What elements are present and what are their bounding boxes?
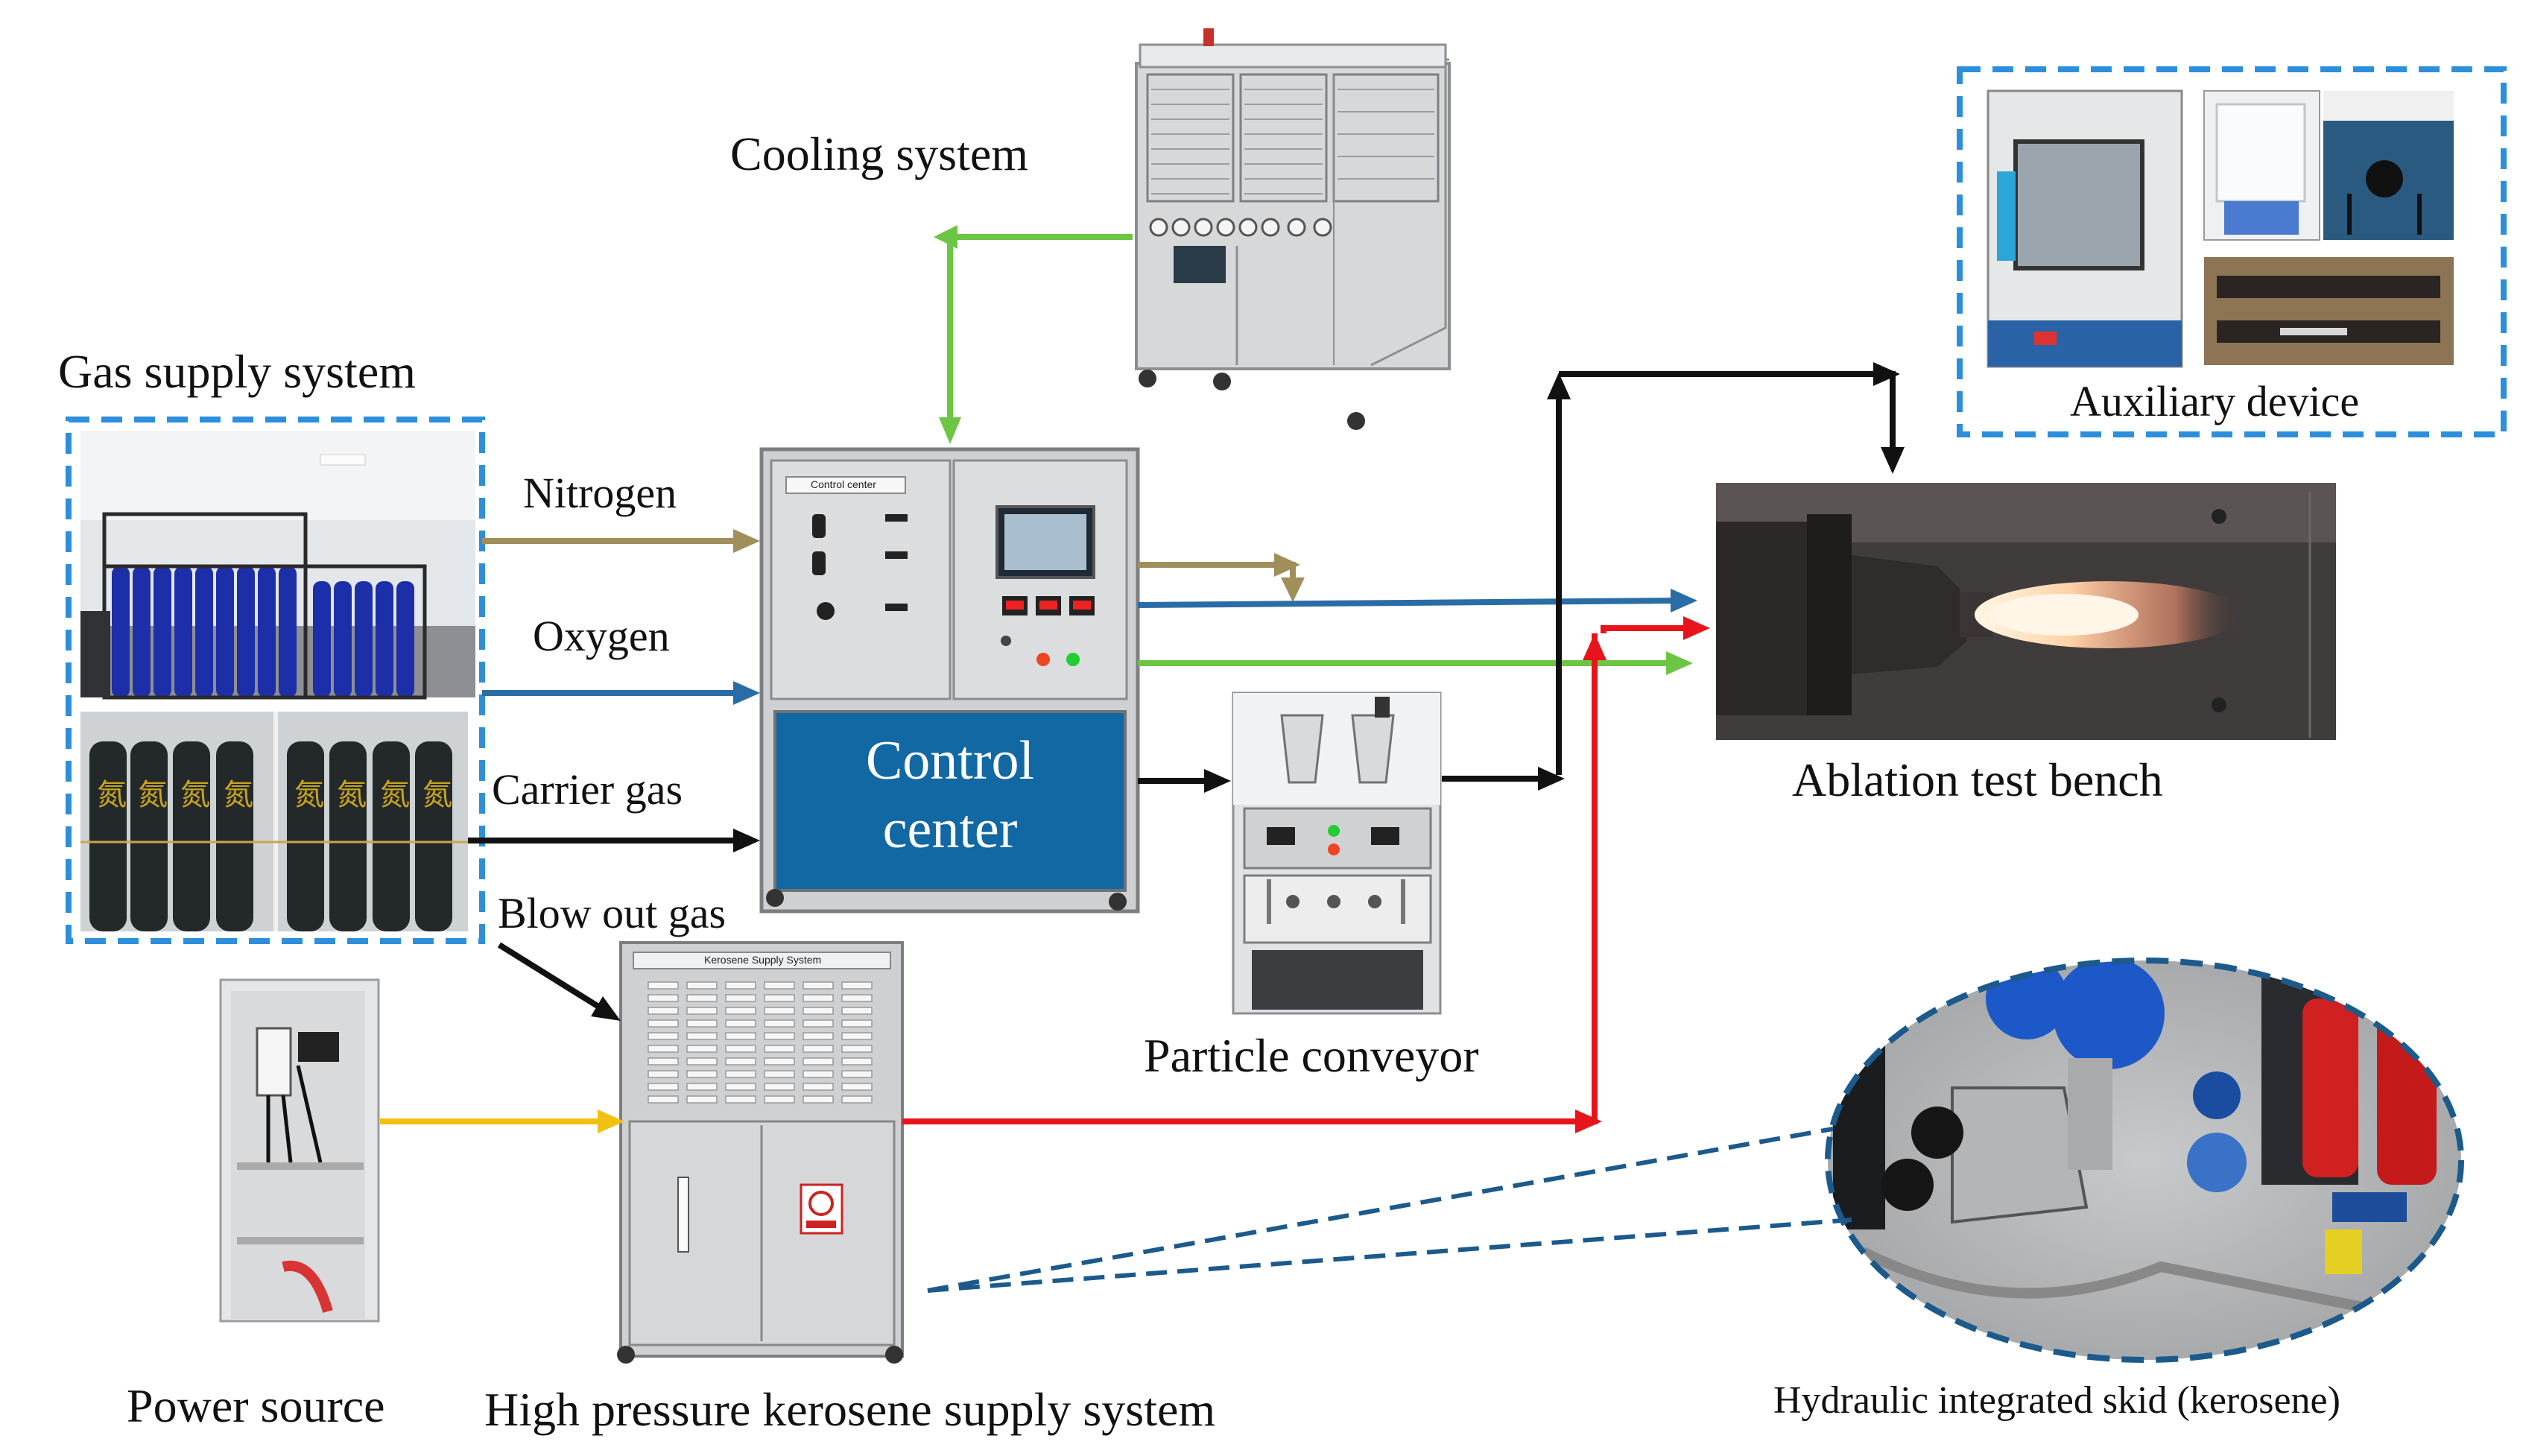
particle-conveyor-image bbox=[1232, 691, 1442, 1015]
control-center-screen-label: Control center bbox=[865, 730, 1035, 860]
power-source-image bbox=[219, 978, 380, 1323]
kerosene-supply-image bbox=[617, 941, 904, 1364]
svg-text:氮: 氮 bbox=[380, 778, 410, 812]
kerosene-supply-label: High pressure kerosene supply system bbox=[484, 1383, 1216, 1436]
svg-text:氮: 氮 bbox=[138, 778, 168, 812]
svg-text:氮: 氮 bbox=[337, 778, 367, 812]
svg-text:氮: 氮 bbox=[294, 778, 324, 812]
ablation-test-bench-image bbox=[1716, 483, 2336, 740]
svg-text:氮: 氮 bbox=[180, 778, 210, 812]
blow-out-gas-label: Blow out gas bbox=[498, 889, 726, 937]
svg-text:氮: 氮 bbox=[224, 778, 253, 812]
auxiliary-device-label: Auxiliary device bbox=[2070, 377, 2360, 425]
control-panel-title: Control center bbox=[811, 478, 876, 490]
oxygen-label: Oxygen bbox=[533, 612, 670, 660]
nitrogen-oxygen-cylinders-image bbox=[80, 431, 475, 700]
carrier-gas-label: Carrier gas bbox=[492, 765, 683, 814]
power-source-label: Power source bbox=[127, 1379, 385, 1432]
nitrogen-label: Nitrogen bbox=[523, 469, 677, 517]
carrier-blowout-cylinders-image: 氮氮氮氮 氮氮氮氮 bbox=[80, 712, 468, 931]
kerosene-flow-arrow bbox=[902, 616, 1710, 1133]
kerosene-panel-title: Kerosene Supply System bbox=[704, 954, 822, 966]
carrier-gas-flow-arrow bbox=[468, 362, 1905, 852]
svg-text:氮: 氮 bbox=[97, 778, 127, 812]
control-center-image bbox=[759, 447, 1140, 914]
callout-line-top bbox=[927, 1127, 1834, 1293]
power-flow-arrow bbox=[380, 1110, 624, 1133]
cooling-unit-image bbox=[1135, 28, 1451, 430]
blow-out-gas-flow-arrow bbox=[497, 942, 621, 1021]
cooling-flow-arrow bbox=[934, 225, 1693, 675]
ablation-test-bench-label: Ablation test bench bbox=[1792, 753, 2163, 806]
cooling-system-label: Cooling system bbox=[730, 127, 1029, 180]
hydraulic-skid-label: Hydraulic integrated skid (kerosene) bbox=[1773, 1379, 2340, 1422]
nitrogen-flow-arrow bbox=[482, 529, 1305, 602]
svg-text:氮: 氮 bbox=[422, 778, 452, 812]
gas-supply-system-label: Gas supply system bbox=[58, 345, 416, 398]
oxygen-flow-arrow bbox=[482, 589, 1697, 705]
hydraulic-skid-image bbox=[1825, 958, 2464, 1363]
auxiliary-device-images bbox=[1987, 89, 2454, 368]
particle-conveyor-label: Particle conveyor bbox=[1144, 1029, 1479, 1082]
callout-line-bottom bbox=[927, 1218, 1852, 1293]
auxiliary-device-frame bbox=[1957, 66, 2507, 437]
gas-supply-frame bbox=[66, 417, 485, 944]
